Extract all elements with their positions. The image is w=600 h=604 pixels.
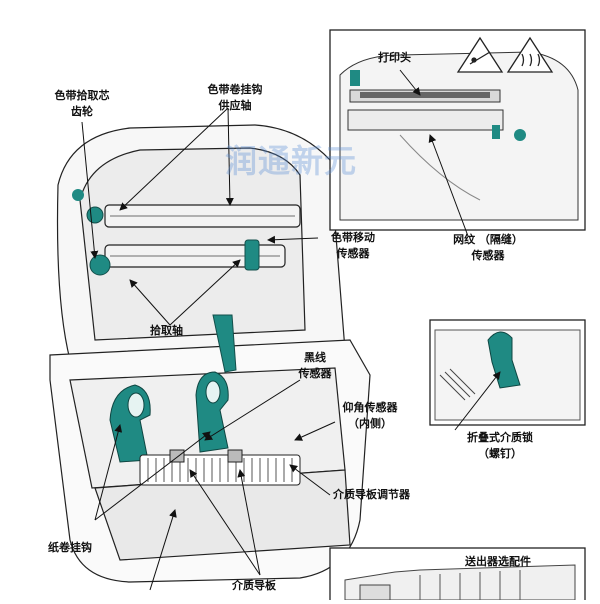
label-web-sensor-line2: 传感器 bbox=[471, 249, 505, 262]
label-ribbon-motion-sensor-line1: 色带移动 bbox=[331, 231, 375, 244]
label-media-guide-adjuster: 介质导板调节器 bbox=[333, 488, 410, 501]
hot-surface-icon bbox=[506, 36, 554, 73]
label-ribbon-takeup-gear: 色带拾取芯 齿轮 bbox=[52, 88, 112, 120]
lid-latch bbox=[72, 189, 84, 201]
label-black-line-sensor: 黑线 传感器 bbox=[290, 350, 340, 382]
callout-leaders bbox=[81, 69, 501, 591]
label-head-up-sensor-line2: （内侧） bbox=[348, 417, 392, 430]
label-ribbon-motion-sensor: 色带移动 传感器 bbox=[318, 230, 388, 262]
label-ribbon-takeup-gear-line2: 齿轮 bbox=[71, 105, 93, 118]
label-web-sensor-line1: 网纹 （隔缝） bbox=[453, 233, 523, 246]
label-head-up-sensor: 仰角传感器 （内侧） bbox=[330, 400, 410, 432]
label-dispenser-option: 送出器选配件 bbox=[465, 555, 531, 568]
inset-printhead bbox=[329, 29, 586, 231]
label-black-line-sensor-line2: 传感器 bbox=[298, 367, 332, 380]
label-fold-media-lock: 折叠式介质锁 （螺钉） bbox=[450, 430, 550, 462]
watermark-text: 润通新元 bbox=[225, 142, 358, 180]
sensor-arm bbox=[212, 314, 237, 373]
label-web-sensor: 网纹 （隔缝） 传感器 bbox=[438, 232, 538, 264]
label-black-line-sensor-line1: 黑线 bbox=[304, 351, 326, 364]
label-ribbon-takeup-gear-line1: 色带拾取芯 bbox=[54, 89, 110, 102]
label-printhead: 打印头 bbox=[378, 51, 411, 64]
label-ribbon-hook-line1: 色带卷挂钩 bbox=[207, 83, 263, 96]
media-platen bbox=[139, 449, 301, 486]
label-fold-media-lock-line1: 折叠式介质锁 bbox=[467, 431, 533, 444]
label-fold-media-lock-line2: （螺钉） bbox=[478, 447, 522, 460]
inset-dispenser bbox=[329, 547, 586, 604]
label-takeup-spindle: 拾取轴 bbox=[150, 324, 183, 337]
label-media-guide: 介质导板 bbox=[232, 579, 276, 592]
label-ribbon-hook: 色带卷挂钩 供应轴 bbox=[200, 82, 270, 114]
inset-media-lock bbox=[429, 319, 586, 426]
caution-triangle-icon bbox=[456, 36, 504, 73]
label-roll-holder: 纸卷挂钩 bbox=[48, 541, 92, 554]
label-ribbon-hook-line2: 供应轴 bbox=[218, 99, 252, 112]
label-ribbon-motion-sensor-line2: 传感器 bbox=[336, 247, 370, 260]
label-head-up-sensor-line1: 仰角传感器 bbox=[342, 401, 398, 414]
roll-holder-left bbox=[109, 384, 151, 463]
